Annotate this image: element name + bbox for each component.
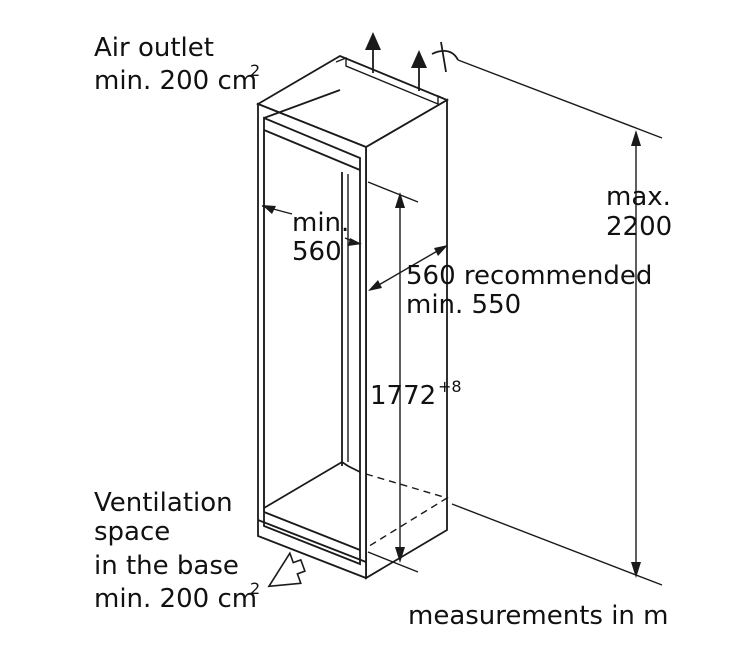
footer-note: measurements in m <box>408 601 669 631</box>
cabinet-opening <box>263 116 361 566</box>
ventilation-location: in the base <box>94 551 239 581</box>
max-height-label: max. <box>606 182 671 212</box>
niche-height-dimension <box>367 181 419 573</box>
ventilation-area: min. 200 cm <box>94 584 257 614</box>
ventilation-superscript: 2 <box>250 579 260 598</box>
depth-recommended: 560 recommended <box>406 261 652 291</box>
max-height-value: 2200 <box>606 212 672 242</box>
plinth-top <box>257 519 367 563</box>
top-notch <box>335 56 448 106</box>
min-width-value: 560 <box>292 237 342 267</box>
fan-icon <box>431 41 459 73</box>
hollow-arrow-icon <box>267 551 306 588</box>
hidden-floor <box>365 473 449 549</box>
up-arrow-icon <box>411 50 427 91</box>
ventilation-space: space <box>94 517 170 547</box>
floor-front <box>263 511 361 551</box>
niche-height-tolerance: +8 <box>438 377 462 396</box>
up-arrow-icon <box>365 32 381 73</box>
air-outlet-area: min. 200 cm <box>94 66 257 96</box>
air-outlet-superscript: 2 <box>250 61 260 80</box>
top-inner-back <box>263 89 341 119</box>
air-outlet-label: Air outlet <box>94 33 214 63</box>
depth-dimension <box>368 245 448 291</box>
cabinet <box>255 54 450 580</box>
width-dimension <box>261 205 362 246</box>
min-width-label: min. <box>292 208 349 238</box>
floor-edge <box>263 460 361 509</box>
top-bar-edge <box>263 129 361 171</box>
ventilation-label: Ventilation <box>94 488 233 518</box>
depth-minimum: min. 550 <box>406 290 521 320</box>
niche-height-value: 1772 <box>370 381 436 411</box>
max-height-dimension <box>451 59 663 586</box>
